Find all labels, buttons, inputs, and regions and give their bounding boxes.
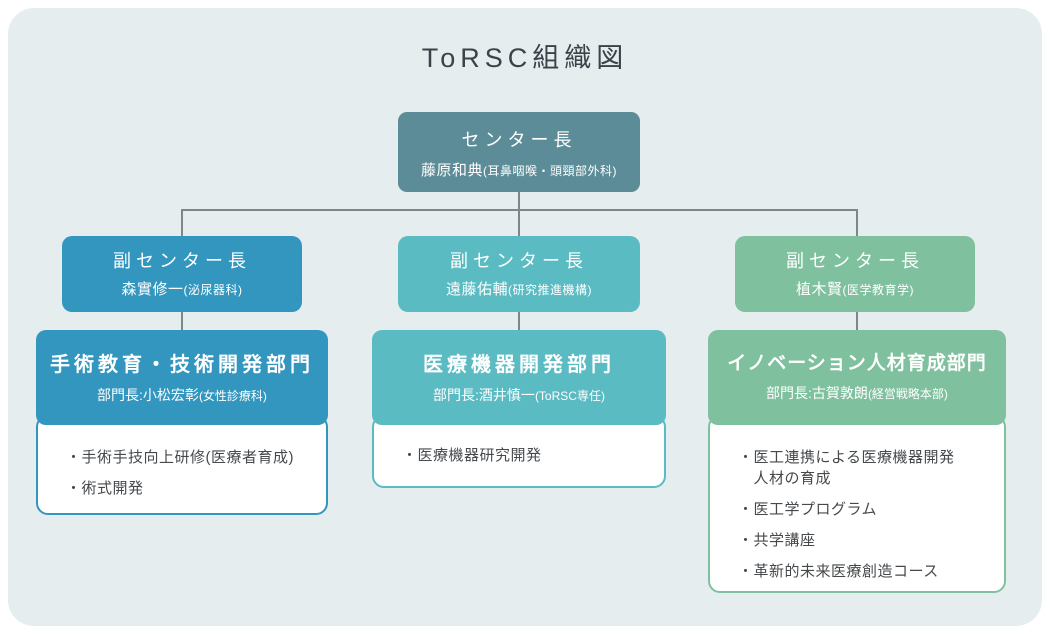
deputy-person: 遠藤佑輔(研究推進機構) bbox=[398, 278, 640, 299]
deputy-role: 副センター長 bbox=[450, 251, 588, 271]
department-head-affiliation: (経営戦略本部) bbox=[867, 387, 948, 401]
department-activities-box: ・手術手技向上研修(医療者育成) ・術式開発 bbox=[36, 415, 328, 515]
department-activities-box: ・医工連携による医療機器開発 人材の育成・医工学プログラム・共学講座・革新的未来… bbox=[708, 415, 1006, 593]
deputy-affiliation: (研究推進機構) bbox=[508, 283, 592, 297]
deputy-person: 植木賢(医学教育学) bbox=[735, 278, 975, 299]
department-head: 部門長:古賀敦朗(経営戦略本部) bbox=[708, 383, 1006, 403]
department-head-name: 部門長:小松宏彰 bbox=[97, 387, 199, 403]
department-title: 手術教育・技術開発部門 bbox=[50, 354, 314, 376]
department-activity-item: ・医工連携による医療機器開発 人材の育成 bbox=[738, 449, 955, 487]
connector-line bbox=[518, 312, 520, 330]
deputy-name: 遠藤佑輔 bbox=[445, 281, 508, 298]
center-director-name: 藤原和典 bbox=[420, 162, 483, 179]
department-head: 部門長:小松宏彰(女性診療科) bbox=[36, 385, 328, 405]
department-activity-item: ・手術手技向上研修(医療者育成) bbox=[66, 449, 294, 466]
department-head-name: 部門長:古賀敦朗 bbox=[766, 385, 868, 401]
department-title: イノベーション人材育成部門 bbox=[727, 353, 987, 374]
deputy-director-box: 副センター長 森實修一(泌尿器科) bbox=[62, 236, 302, 312]
deputy-director-box: 副センター長 植木賢(医学教育学) bbox=[735, 236, 975, 312]
connector-line bbox=[856, 210, 858, 236]
department-head-affiliation: (女性診療科) bbox=[198, 389, 267, 403]
department-activity-list: ・医療機器研究開発 bbox=[374, 417, 664, 466]
deputy-director-box: 副センター長 遠藤佑輔(研究推進機構) bbox=[398, 236, 640, 312]
department-head: 部門長:酒井慎一(ToRSC専任) bbox=[372, 385, 666, 405]
department-box: イノベーション人材育成部門 部門長:古賀敦朗(経営戦略本部) bbox=[708, 330, 1006, 425]
deputy-person: 森實修一(泌尿器科) bbox=[62, 278, 302, 299]
center-director-box: センター長 藤原和典(耳鼻咽喉・頭頸部外科) bbox=[398, 112, 640, 192]
deputy-affiliation: (泌尿器科) bbox=[183, 283, 243, 297]
department-title: 医療機器開発部門 bbox=[423, 354, 615, 376]
department-activity-item: ・医工学プログラム bbox=[738, 501, 878, 518]
connector-line bbox=[518, 210, 520, 236]
department-activity-item: ・革新的未来医療創造コース bbox=[738, 563, 939, 580]
connector-line bbox=[181, 210, 183, 236]
connector-line bbox=[518, 192, 520, 210]
deputy-role: 副センター長 bbox=[113, 251, 251, 271]
center-director-person: 藤原和典(耳鼻咽喉・頭頸部外科) bbox=[398, 159, 640, 180]
department-activity-list: ・手術手技向上研修(医療者育成) ・術式開発 bbox=[38, 417, 326, 499]
department-activity-list: ・医工連携による医療機器開発 人材の育成・医工学プログラム・共学講座・革新的未来… bbox=[710, 417, 1004, 582]
deputy-name: 植木賢 bbox=[795, 281, 843, 298]
department-activities-box: ・医療機器研究開発 bbox=[372, 415, 666, 488]
deputy-name: 森實修一 bbox=[121, 281, 184, 298]
department-box: 医療機器開発部門 部門長:酒井慎一(ToRSC専任) bbox=[372, 330, 666, 425]
department-head-affiliation: (ToRSC専任) bbox=[534, 389, 605, 403]
department-activity-item: ・術式開発 bbox=[66, 480, 144, 497]
connector-line bbox=[856, 312, 858, 330]
department-head-name: 部門長:酒井慎一 bbox=[433, 387, 535, 403]
center-director-role: センター長 bbox=[461, 130, 577, 150]
department-activity-item: ・医療機器研究開発 bbox=[402, 447, 542, 464]
deputy-affiliation: (医学教育学) bbox=[842, 283, 914, 297]
center-director-affiliation: (耳鼻咽喉・頭頸部外科) bbox=[483, 164, 617, 178]
connector-line bbox=[181, 312, 183, 330]
deputy-role: 副センター長 bbox=[786, 251, 924, 271]
department-activity-item: ・共学講座 bbox=[738, 532, 816, 549]
department-box: 手術教育・技術開発部門 部門長:小松宏彰(女性診療科) bbox=[36, 330, 328, 425]
page-title: ToRSC組織図 bbox=[421, 43, 629, 73]
